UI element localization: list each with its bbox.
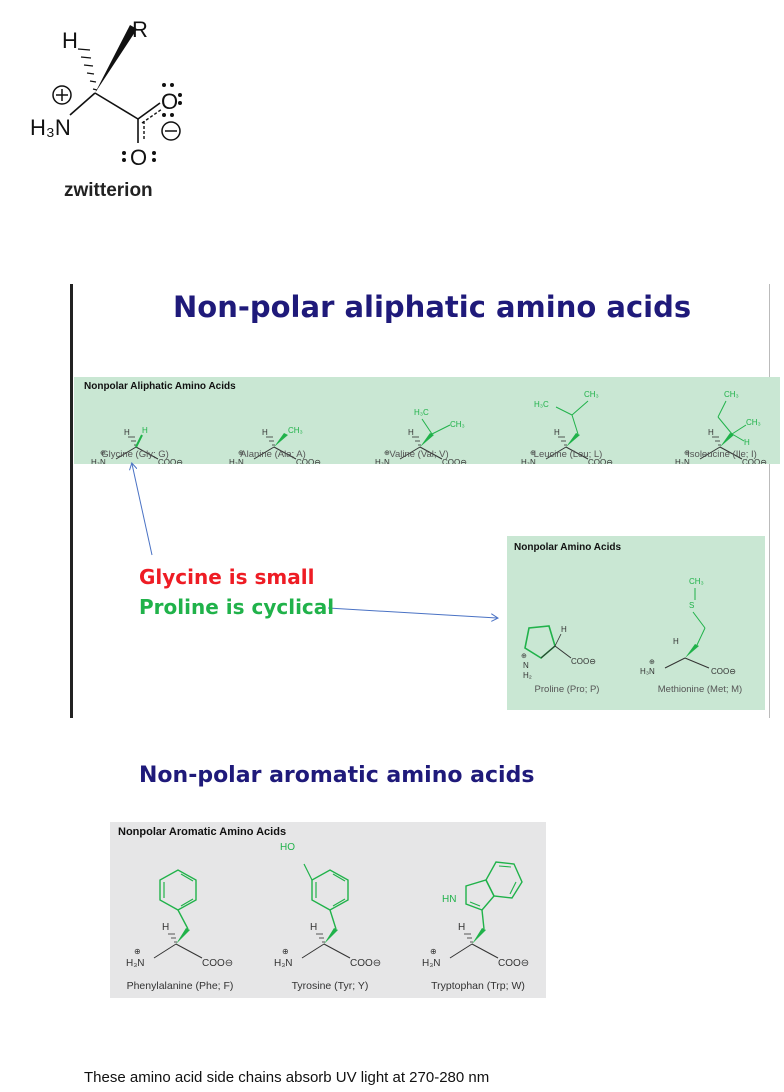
methionine-caption: Methionine (Met; M) bbox=[657, 684, 743, 695]
tyrosine-structure: HO bbox=[273, 842, 382, 970]
tyrosine-caption: Tyrosine (Tyr; Y) bbox=[291, 980, 369, 992]
zwitterion-structure: H R H₃N O O bbox=[30, 17, 182, 165]
svg-text:H: H bbox=[673, 637, 679, 646]
isoleucine-caption: Isoleucine (Ile; I) bbox=[687, 449, 757, 460]
svg-text:CH₃: CH₃ bbox=[689, 577, 704, 586]
svg-text:COO⊖: COO⊖ bbox=[711, 667, 736, 676]
alanine-structure: CH₃ bbox=[228, 426, 322, 464]
tryptophan-caption: Tryptophan (Trp; W) bbox=[431, 980, 525, 992]
proline-note: Proline is cyclical bbox=[139, 595, 335, 619]
bond-c-n bbox=[69, 92, 96, 116]
slide-border-right bbox=[769, 284, 770, 718]
wedge-bond bbox=[95, 25, 137, 93]
nonpolar-panel-title: Nonpolar Amino Acids bbox=[514, 542, 622, 553]
aromatic-structures: H H₃N ⊕ COO⊖ HO bbox=[125, 842, 530, 970]
positive-charge-icon bbox=[52, 85, 72, 105]
svg-text:H₃C: H₃C bbox=[534, 400, 549, 409]
atom-o-upper: O bbox=[161, 89, 178, 114]
phenylalanine-caption: Phenylalanine (Phe; F) bbox=[126, 980, 234, 992]
svg-text:HO: HO bbox=[280, 842, 295, 853]
nonpolar-structures: H N H₂ ⊕ COO⊖ H H₃N ⊕ COO⊖ S CH₃ bbox=[521, 577, 736, 680]
bond-co-dashed bbox=[141, 108, 163, 124]
aliphatic-panel: Nonpolar Aliphatic Amino Acids H H₃N ⊕ C… bbox=[74, 377, 780, 464]
proline-structure: H N H₂ ⊕ COO⊖ bbox=[521, 625, 596, 680]
svg-text:H₃C: H₃C bbox=[414, 408, 429, 417]
glycine-note: Glycine is small bbox=[139, 565, 315, 589]
svg-text:H: H bbox=[561, 625, 567, 634]
svg-text:H₂: H₂ bbox=[523, 671, 532, 680]
leucine-structure: H₃C CH₃ bbox=[520, 390, 614, 464]
alanine-caption: Alanine (Ala; A) bbox=[240, 449, 306, 460]
bond-co-up bbox=[137, 102, 161, 120]
proline-caption: Proline (Pro; P) bbox=[534, 684, 600, 695]
hashed-bond bbox=[77, 48, 98, 91]
svg-text:CH₃: CH₃ bbox=[724, 390, 739, 399]
svg-text:S: S bbox=[689, 601, 694, 610]
methionine-structure: H H₃N ⊕ COO⊖ S CH₃ bbox=[640, 577, 736, 676]
svg-text:COO⊖: COO⊖ bbox=[571, 657, 596, 666]
svg-text:⊕: ⊕ bbox=[649, 659, 655, 666]
phenylalanine-structure bbox=[125, 869, 234, 970]
arrow-to-proline bbox=[327, 607, 497, 618]
lone-pairs-icon bbox=[162, 83, 182, 117]
zwitterion-label: zwitterion bbox=[64, 180, 153, 201]
aliphatic-panel-title: Nonpolar Aliphatic Amino Acids bbox=[84, 381, 236, 392]
atom-n: H₃N bbox=[30, 115, 71, 140]
glycine-caption: Glycine (Gly; G) bbox=[101, 449, 169, 460]
svg-text:H₃N: H₃N bbox=[640, 667, 655, 676]
svg-text:N: N bbox=[523, 661, 529, 670]
tryptophan-structure: HN bbox=[421, 861, 530, 970]
svg-text:CH₃: CH₃ bbox=[450, 420, 465, 429]
negative-charge-icon bbox=[161, 121, 181, 141]
svg-text:⊕: ⊕ bbox=[521, 653, 527, 660]
aromatic-panel-title: Nonpolar Aromatic Amino Acids bbox=[118, 826, 287, 838]
uv-absorption-note: These amino acid side chains absorb UV l… bbox=[84, 1069, 490, 1086]
leucine-caption: Leucine (Leu; L) bbox=[533, 449, 603, 460]
arrow-to-glycine bbox=[132, 464, 153, 556]
atom-h: H bbox=[62, 28, 78, 53]
svg-text:H: H bbox=[744, 438, 750, 447]
nonpolar-panel: Nonpolar Amino Acids H N H₂ ⊕ COO⊖ H H₃N… bbox=[507, 536, 765, 710]
aliphatic-structures: H H₃N ⊕ COO⊖ H CH₃ H₃C CH₃ bbox=[90, 390, 768, 464]
aliphatic-heading: Non-polar aliphatic amino acids bbox=[173, 290, 692, 324]
svg-text:HN: HN bbox=[442, 894, 456, 905]
svg-text:CH₃: CH₃ bbox=[288, 426, 303, 435]
valine-caption: Valine (Val; V) bbox=[389, 449, 449, 460]
aromatic-panel: Nonpolar Aromatic Amino Acids H H₃N ⊕ CO… bbox=[110, 822, 546, 998]
lone-pairs-icon bbox=[122, 151, 156, 162]
slide-border-left bbox=[70, 284, 73, 718]
glycine-structure: H bbox=[90, 426, 184, 464]
svg-text:CH₃: CH₃ bbox=[584, 390, 599, 399]
svg-text:CH₃: CH₃ bbox=[746, 418, 761, 427]
valine-structure: H₃C CH₃ bbox=[374, 408, 468, 464]
isoleucine-structure: CH₃ CH₃ H bbox=[674, 390, 768, 464]
svg-text:H: H bbox=[142, 426, 148, 435]
atom-o-lower: O bbox=[130, 145, 147, 165]
atom-r: R bbox=[132, 17, 148, 42]
bond-c-c bbox=[94, 92, 139, 120]
aromatic-heading: Non-polar aromatic amino acids bbox=[139, 763, 535, 788]
